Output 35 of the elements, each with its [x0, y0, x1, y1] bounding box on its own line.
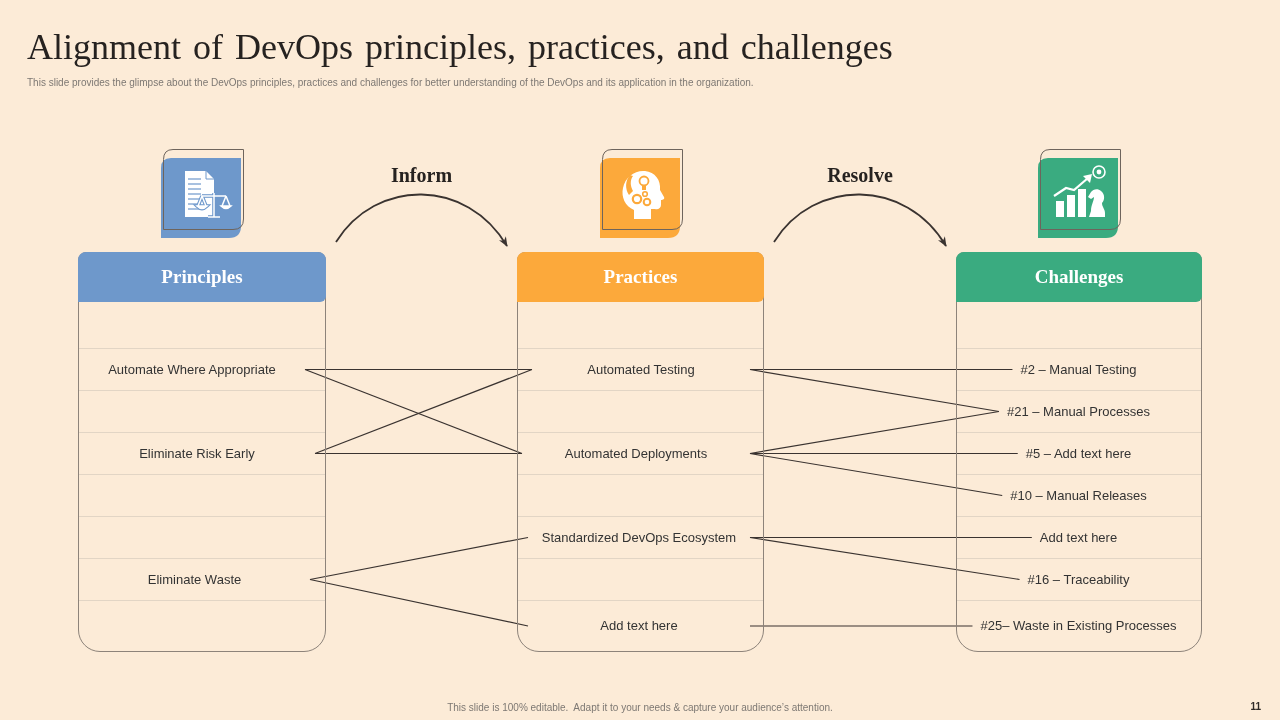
connector-line [309, 536, 529, 581]
column-header: Principles [78, 252, 326, 302]
item-label: #25– Waste in Existing Processes [972, 618, 1185, 634]
curved-arrow [335, 193, 508, 247]
footer-note: This slide is 100% editable. Adapt it to your needs & capture your audience’s attention. [447, 701, 833, 714]
column-header: Challenges [956, 252, 1202, 302]
column-panel [517, 252, 764, 652]
connector-line [749, 625, 974, 627]
item-label: Automated Testing [532, 361, 750, 378]
item-label: Automate Where Appropriate [79, 361, 305, 378]
column-header: Practices [517, 252, 764, 302]
connector-line [749, 452, 1003, 497]
connector-line [309, 578, 529, 627]
subtitle-text: This slide provides the glimpse about the DevOps principles, practices and challenges for better understanding of the DevOps and its application in the organization. [27, 76, 754, 89]
connector-line [749, 536, 1021, 581]
column-panel [78, 252, 326, 652]
item-label: Add text here [528, 618, 750, 634]
item-label: Add text here [1031, 529, 1126, 546]
item-label: #5 – Add text here [1017, 445, 1140, 462]
item-label: #2 – Manual Testing [1012, 361, 1145, 378]
item-label: #16 – Traceability [1019, 571, 1138, 588]
column-panel [956, 252, 1202, 652]
connector-line [314, 452, 523, 455]
item-label: #21 – Manual Processes [998, 403, 1159, 420]
connector-line [304, 368, 533, 371]
item-label: Eliminate Waste [79, 571, 310, 588]
item-label: #10 – Manual Releases [1002, 487, 1155, 504]
slide-title: Alignment of DevOps principles, practices, and challenges [27, 26, 893, 69]
connector-line [749, 368, 1000, 413]
item-label: Automated Deployments [522, 445, 750, 462]
item-label: Eliminate Risk Early [79, 445, 315, 462]
curved-arrow [773, 193, 947, 247]
page-number: 11 [1250, 700, 1261, 713]
item-label: Standardized DevOps Ecosystem [528, 529, 750, 546]
connector-line [749, 410, 1000, 455]
